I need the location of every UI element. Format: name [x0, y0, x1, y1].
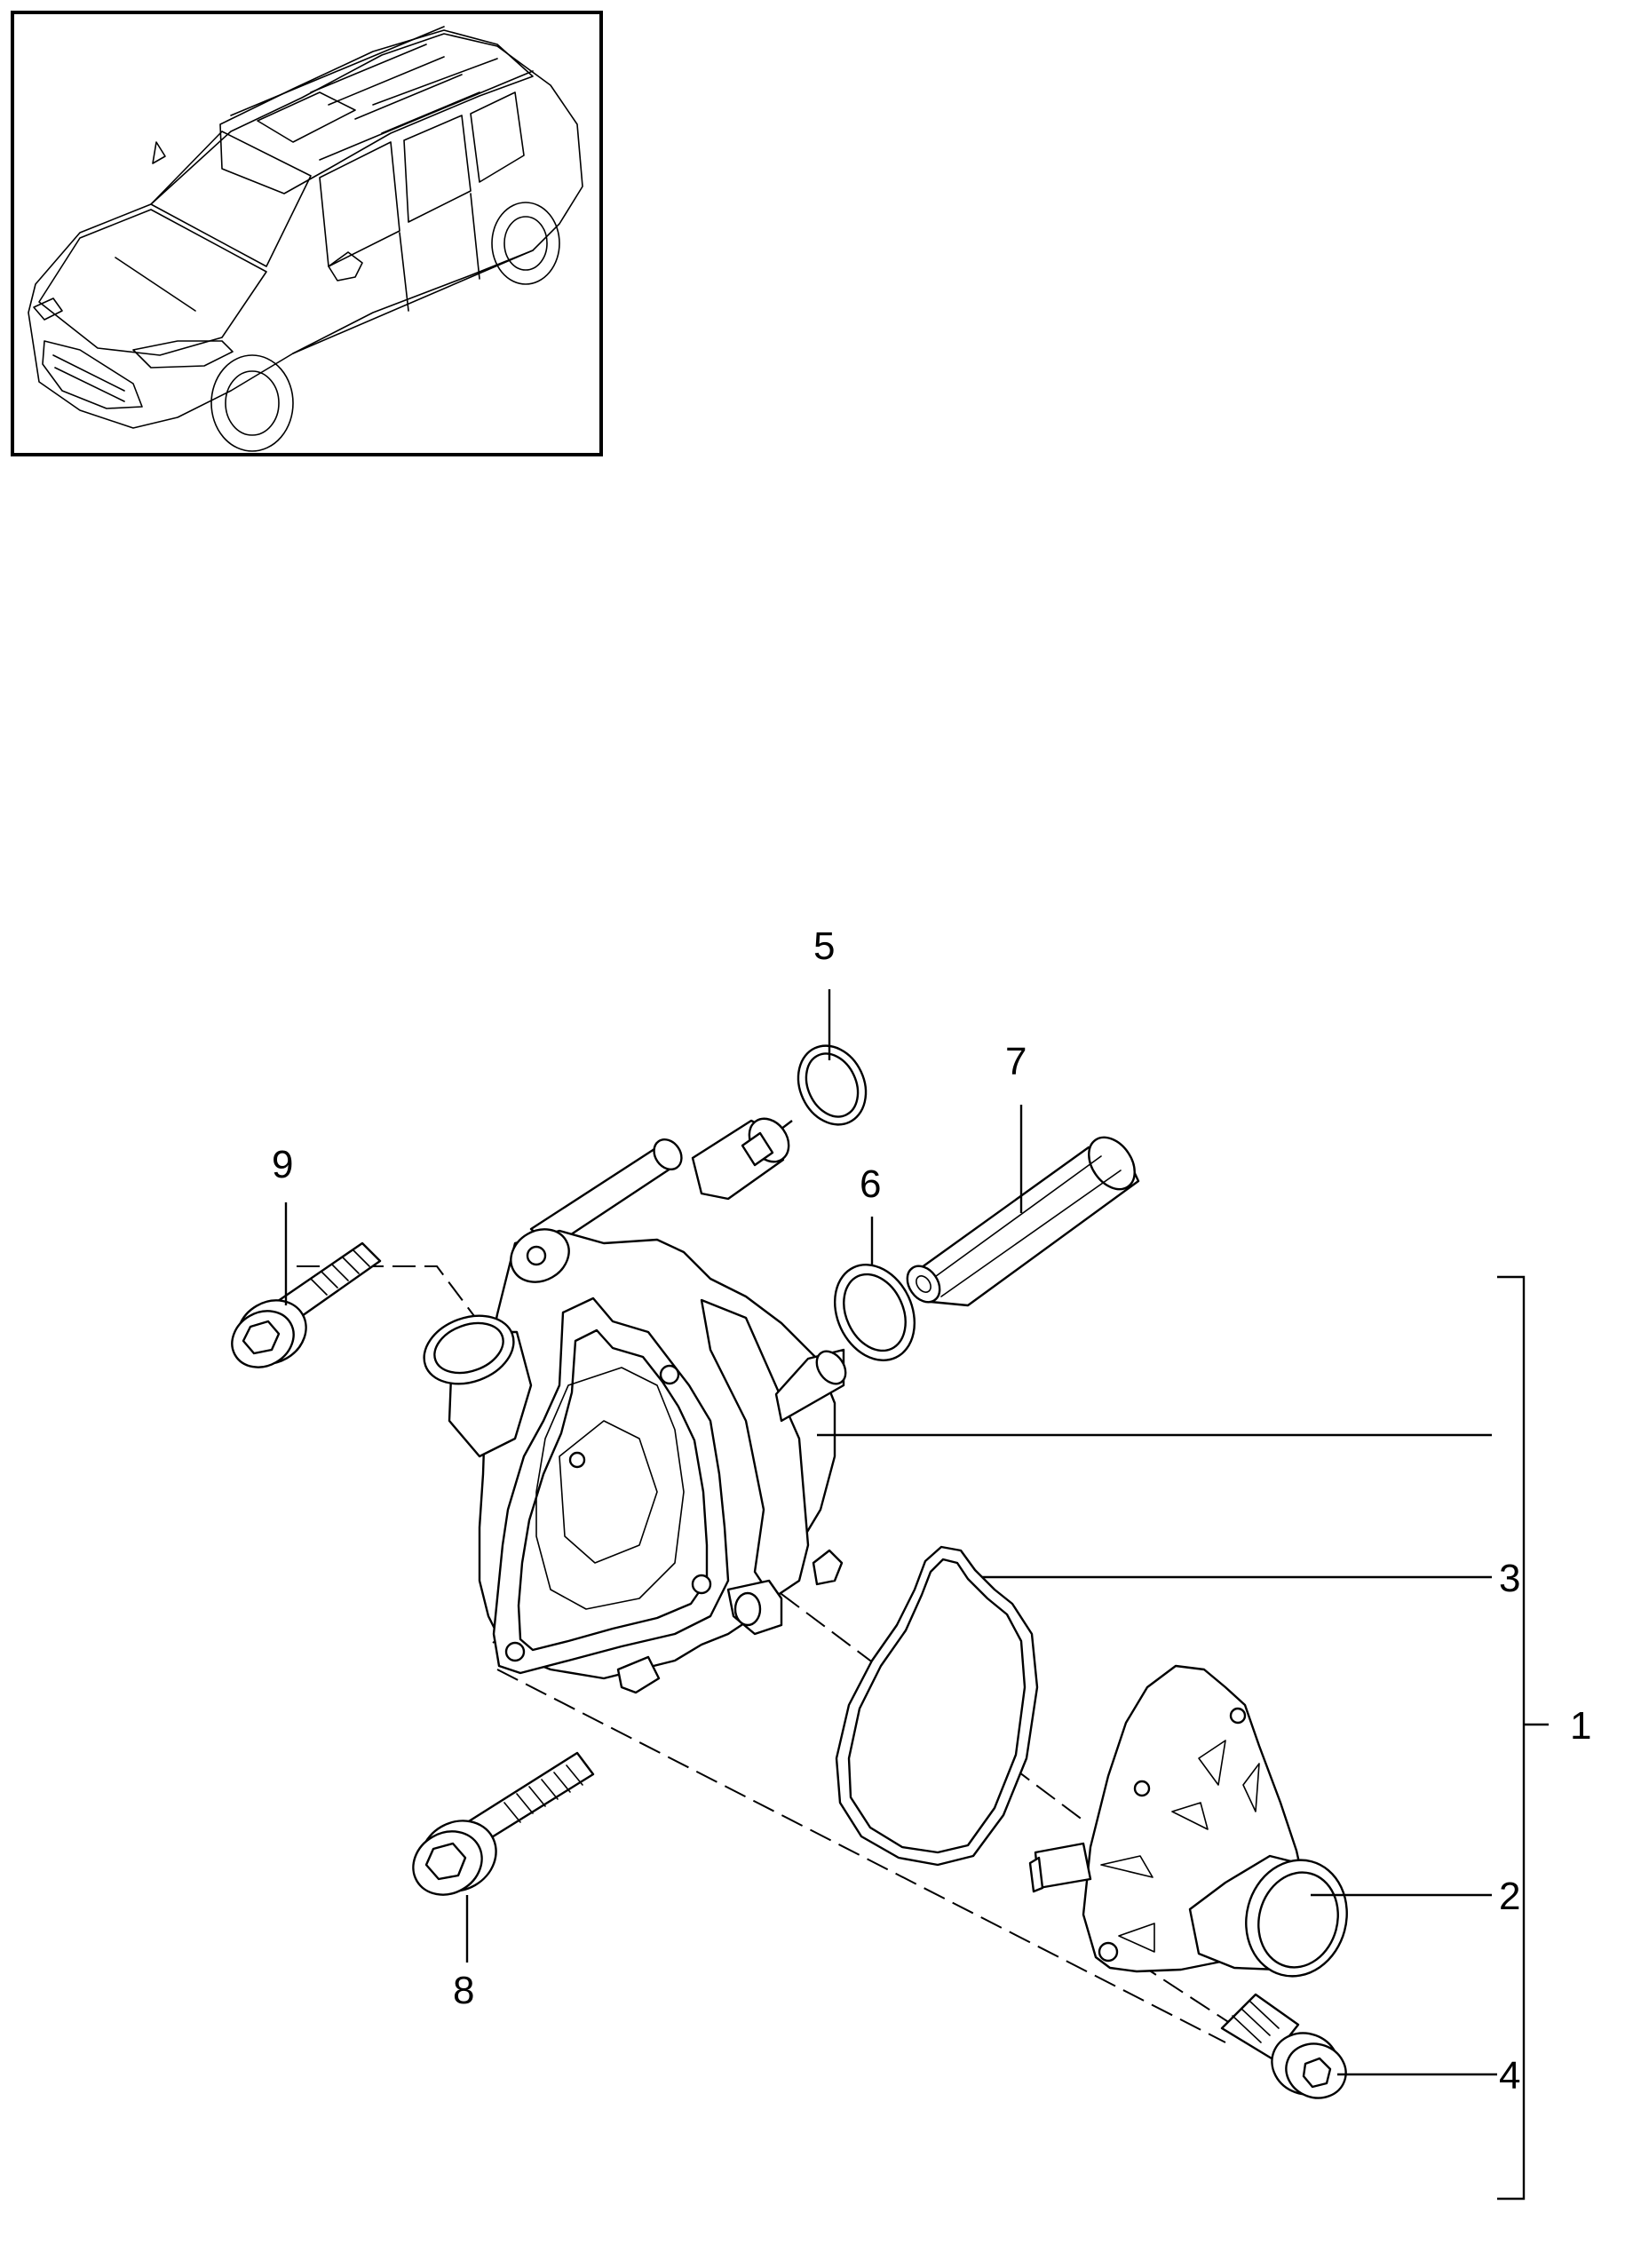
callout-label-6: 6 — [860, 1162, 881, 1206]
callout-label-9: 9 — [272, 1143, 293, 1186]
callout-labels: 5 7 6 9 3 1 2 8 4 — [272, 924, 1591, 2098]
callout-leader-lines — [284, 989, 1549, 2201]
callout-label-4: 4 — [1499, 2054, 1520, 2098]
part-8-bolt — [412, 1751, 595, 1963]
callout-label-3: 3 — [1499, 1557, 1520, 1600]
part-5-o-ring — [758, 1044, 868, 1146]
suv-vehicle-thumbnail-icon — [28, 26, 583, 452]
part-4-bolt — [1220, 1993, 1497, 2099]
callout-label-5: 5 — [813, 924, 835, 968]
vehicle-thumbnail — [11, 11, 603, 456]
part-3-gasket — [835, 1545, 1492, 1867]
callout-label-2: 2 — [1499, 1875, 1520, 1918]
part-6-o-ring — [833, 1264, 928, 1361]
part-7-hex-rod — [906, 1136, 1140, 1307]
part-9-bolt — [231, 1241, 382, 1368]
part-1-pump-housing — [423, 1117, 1492, 1694]
part-2-pump-cover — [1028, 1664, 1492, 1978]
callout-label-8: 8 — [453, 1969, 474, 2012]
callout-label-7: 7 — [1005, 1040, 1027, 1083]
callout-label-1: 1 — [1570, 1704, 1591, 1748]
